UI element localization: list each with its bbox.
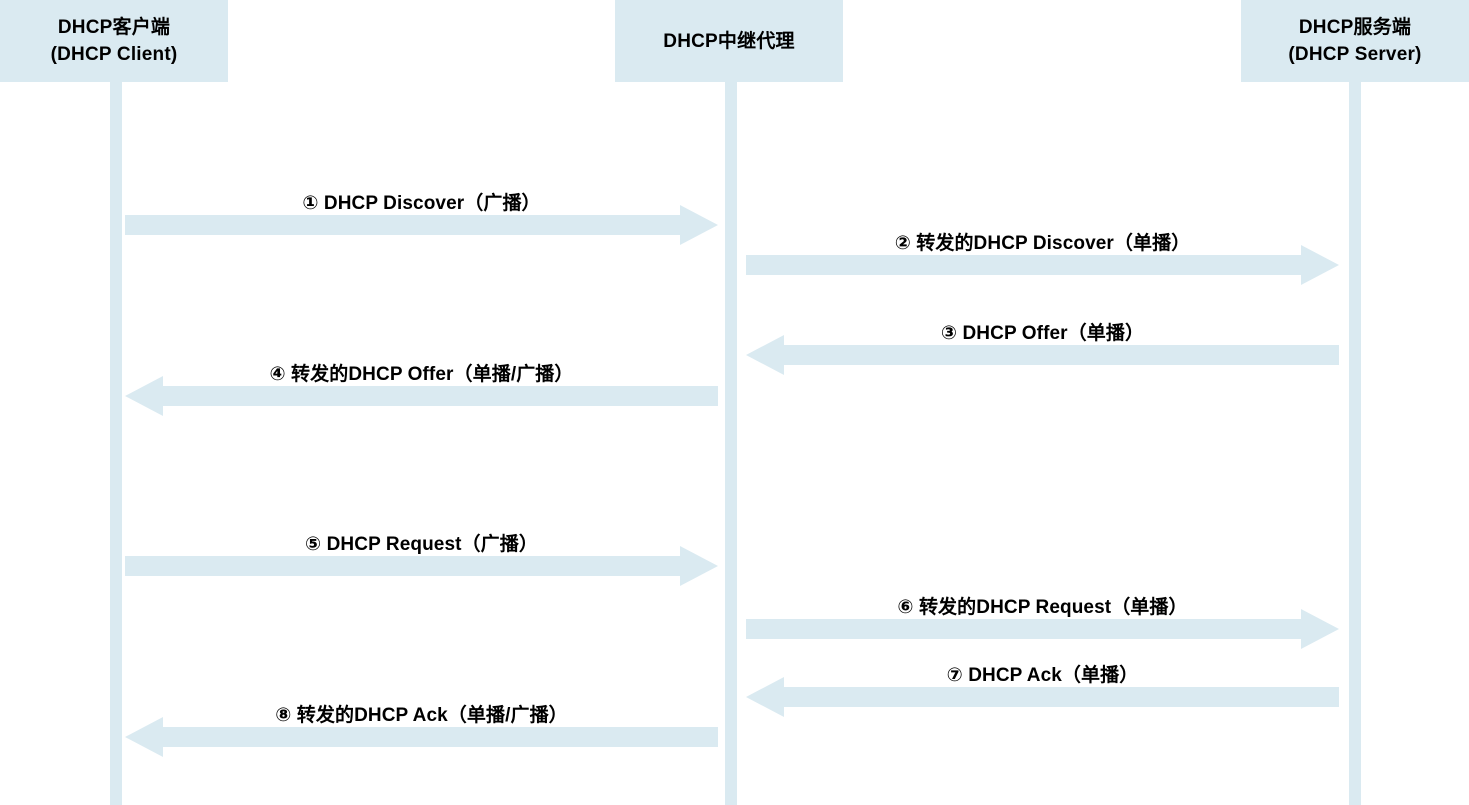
message-8-arrow-left-icon [125,717,718,757]
message-4-label: ④ 转发的DHCP Offer（单播/广播） [269,364,574,385]
actor-box-server: DHCP服务端 (DHCP Server) [1241,0,1469,82]
message-8: ⑧ 转发的DHCP Ack（单播/广播） [125,700,718,757]
message-3-arrow-left-icon [746,335,1339,375]
message-6-arrow-right-icon [746,609,1339,649]
message-4: ④ 转发的DHCP Offer（单播/广播） [125,359,718,416]
message-3: ③ DHCP Offer（单播） [746,318,1339,375]
message-6-label: ⑥ 转发的DHCP Request（单播） [897,597,1188,618]
message-1-label: ① DHCP Discover（广播） [302,193,541,214]
lifeline-relay [725,82,737,805]
message-5-label: ⑤ DHCP Request（广播） [305,534,538,555]
actor-server-name-line2: (DHCP Server) [1288,44,1422,65]
message-5-arrow-right-icon [125,546,718,586]
message-2: ② 转发的DHCP Discover（单播） [746,228,1339,285]
message-7-arrow-left-icon [746,677,1339,717]
actor-box-client: DHCP客户端 (DHCP Client) [0,0,228,82]
message-6: ⑥ 转发的DHCP Request（单播） [746,592,1339,649]
actor-client-name-line2: (DHCP Client) [50,44,178,65]
actor-server-name-line1: DHCP服务端 [1298,17,1412,38]
actor-box-relay: DHCP中继代理 [615,0,843,82]
message-7-label: ⑦ DHCP Ack（单播） [946,665,1139,686]
actor-client-name-line1: DHCP客户端 [57,17,171,38]
lifeline-server [1349,82,1361,805]
message-1: ① DHCP Discover（广播） [125,188,718,245]
message-7: ⑦ DHCP Ack（单播） [746,660,1339,717]
message-3-label: ③ DHCP Offer（单播） [940,323,1145,344]
actor-relay-name-line1: DHCP中继代理 [663,30,795,52]
message-2-arrow-right-icon [746,245,1339,285]
message-8-label: ⑧ 转发的DHCP Ack（单播/广播） [275,705,568,726]
message-1-arrow-right-icon [125,205,718,245]
message-5: ⑤ DHCP Request（广播） [125,529,718,586]
lifeline-client [110,82,122,805]
message-4-arrow-left-icon [125,376,718,416]
message-2-label: ② 转发的DHCP Discover（单播） [894,233,1191,254]
